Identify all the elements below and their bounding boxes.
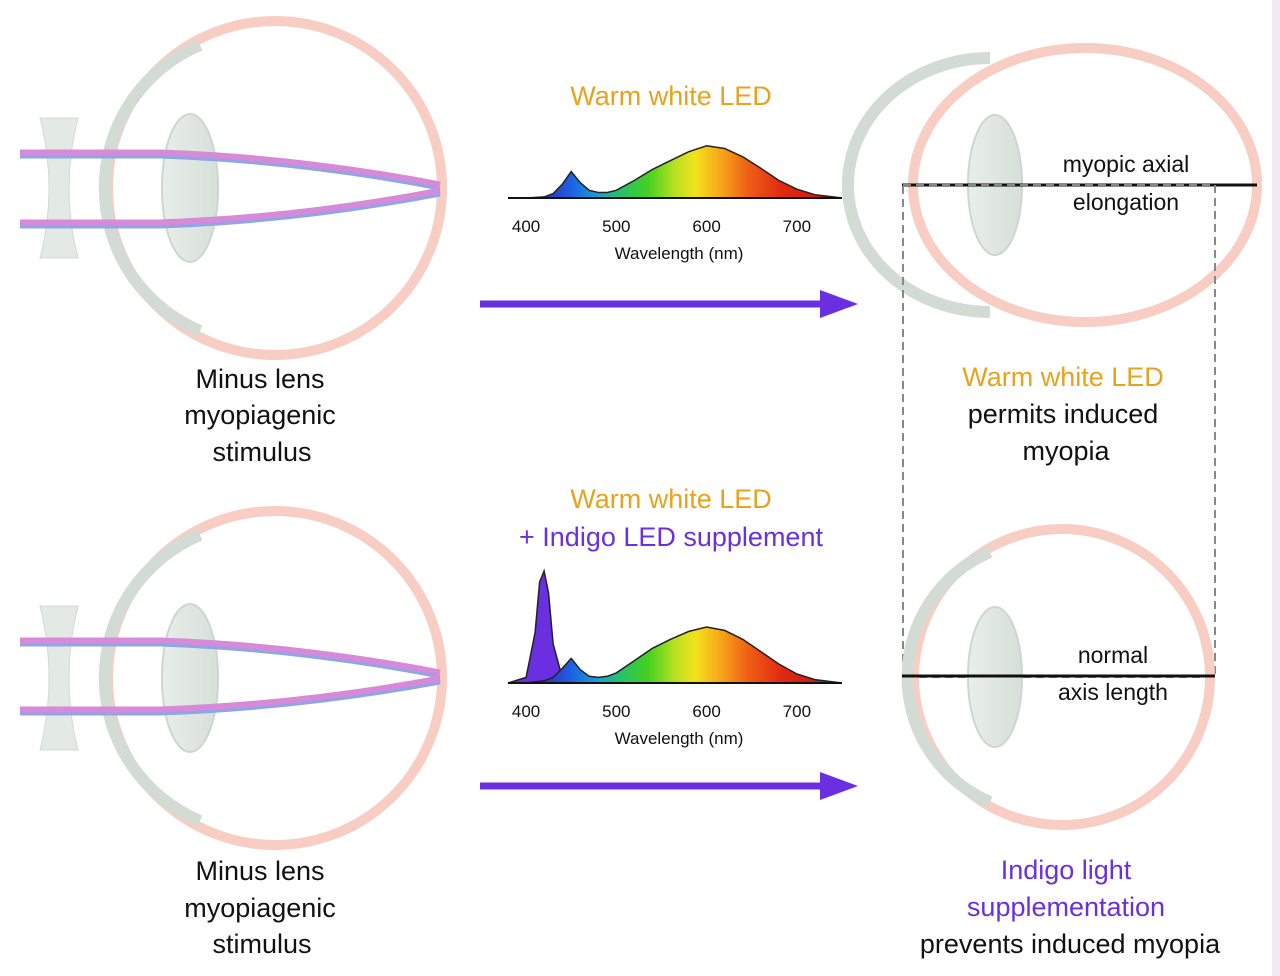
light-beam-upper — [20, 149, 441, 189]
bottom-spectrum-title-warm: Warm white LED — [570, 484, 772, 514]
light-beam-lower-inner — [20, 193, 441, 229]
top-axis-label-line-1: myopic axial — [1063, 151, 1190, 177]
bottom-stimulus-label-line-3: stimulus — [212, 929, 311, 959]
warm-spectrum-area — [508, 145, 843, 199]
cornea — [98, 529, 203, 827]
warm-spectrum-area — [508, 626, 843, 684]
bottom-axis-label-line-2: axis length — [1058, 679, 1168, 705]
bottom-result-label-line-1: Indigo light — [1001, 855, 1132, 885]
tick-label-500: 500 — [602, 217, 630, 236]
top-spectrum-title: Warm white LED — [570, 81, 772, 111]
indigo-peak-area — [507, 568, 563, 684]
top-stimulus-label-line-3: stimulus — [212, 437, 311, 467]
comparison-dashed-box — [902, 184, 1216, 678]
tick-label-400: 400 — [512, 702, 540, 721]
light-beam-lower — [20, 187, 441, 227]
bottom-stimulus-label-line-2: myopiagenic — [184, 893, 336, 923]
top-result-label-line-3: myopia — [1022, 436, 1110, 466]
top-axis-label-line-2: elongation — [1073, 189, 1179, 215]
bottom-axis-label-line-1: normal — [1078, 642, 1148, 668]
bottom-result-eye — [901, 524, 1215, 830]
tick-label-600: 600 — [692, 702, 720, 721]
x-axis-label: Wavelength (nm) — [615, 244, 744, 263]
light-beam-upper-inner — [20, 155, 441, 191]
bottom-arrow-head — [820, 772, 858, 800]
light-beam-lower-inner — [20, 681, 441, 716]
top-result-label-colored: Warm white LED — [962, 362, 1164, 392]
top-arrow-head — [820, 290, 858, 318]
bottom-spectrum-title-indigo: + Indigo LED supplement — [519, 522, 823, 552]
crystalline-lens — [161, 603, 219, 753]
cornea — [98, 39, 203, 337]
light-beam-upper-inner — [20, 643, 441, 679]
light-beam-upper — [20, 637, 441, 677]
tick-label-700: 700 — [783, 217, 811, 236]
tick-label-500: 500 — [602, 702, 630, 721]
bottom-arrow — [480, 772, 858, 800]
top-arrow — [480, 290, 858, 318]
bottom-stimulus-label-line-1: Minus lens — [195, 856, 324, 886]
x-axis-label: Wavelength (nm) — [615, 729, 744, 748]
top-result-label-line-2: permits induced — [968, 399, 1159, 429]
minus-lens — [39, 117, 79, 259]
top-stimulus-eye — [20, 16, 447, 360]
crystalline-lens — [161, 113, 219, 263]
cornea — [842, 52, 991, 318]
bottom-result-label-line-2: supplementation — [967, 892, 1165, 922]
top-stimulus-label-line-2: myopiagenic — [184, 400, 336, 430]
tick-label-400: 400 — [512, 217, 540, 236]
minus-lens — [39, 605, 79, 751]
tick-label-700: 700 — [783, 702, 811, 721]
light-beam-lower — [20, 675, 441, 714]
tick-label-600: 600 — [692, 217, 720, 236]
top-stimulus-label-line-1: Minus lens — [195, 364, 324, 394]
bottom-stimulus-eye — [20, 506, 447, 850]
right-edge-strip — [1272, 0, 1280, 976]
bottom-result-label-line-3: prevents induced myopia — [920, 929, 1221, 959]
